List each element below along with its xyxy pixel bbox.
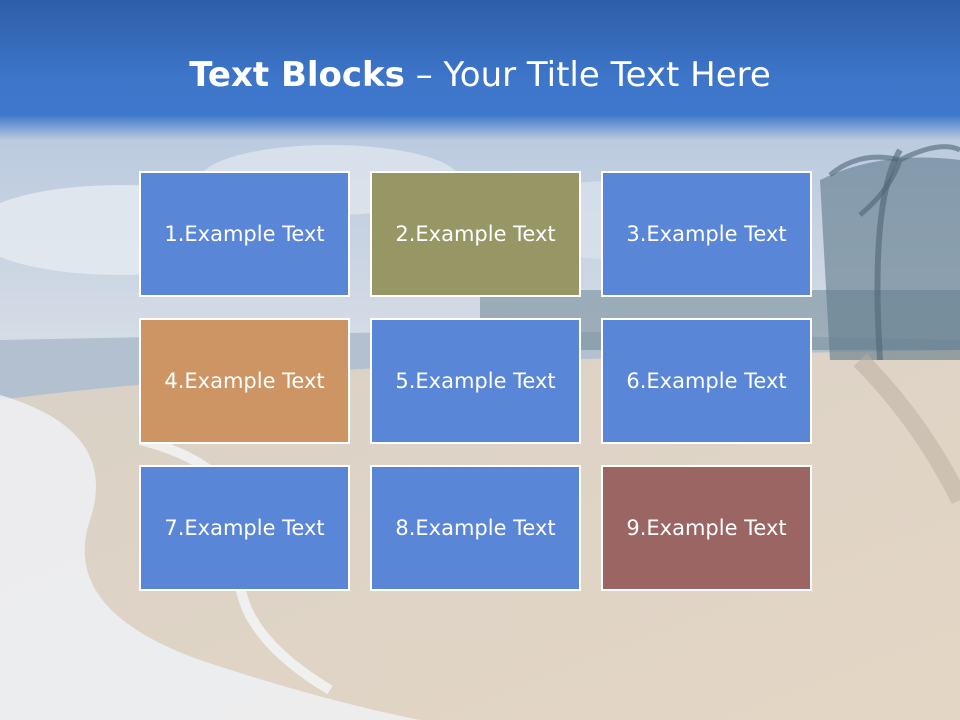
title-bold-part: Text Blocks	[189, 55, 405, 95]
title-rest: Your Title Text Here	[443, 55, 771, 95]
text-block-6[interactable]: 6.Example Text	[601, 318, 812, 444]
text-block-9[interactable]: 9.Example Text	[601, 465, 812, 591]
text-block-8[interactable]: 8.Example Text	[370, 465, 581, 591]
slide-title: Text Blocks – Your Title Text Here	[0, 55, 960, 95]
text-block-5[interactable]: 5.Example Text	[370, 318, 581, 444]
title-bar	[0, 0, 960, 140]
text-block-1[interactable]: 1.Example Text	[139, 171, 350, 297]
title-dash: –	[404, 55, 444, 95]
text-block-2[interactable]: 2.Example Text	[370, 171, 581, 297]
text-block-3[interactable]: 3.Example Text	[601, 171, 812, 297]
text-block-grid: 1.Example Text 2.Example Text 3.Example …	[139, 171, 812, 591]
text-block-7[interactable]: 7.Example Text	[139, 465, 350, 591]
text-block-4[interactable]: 4.Example Text	[139, 318, 350, 444]
